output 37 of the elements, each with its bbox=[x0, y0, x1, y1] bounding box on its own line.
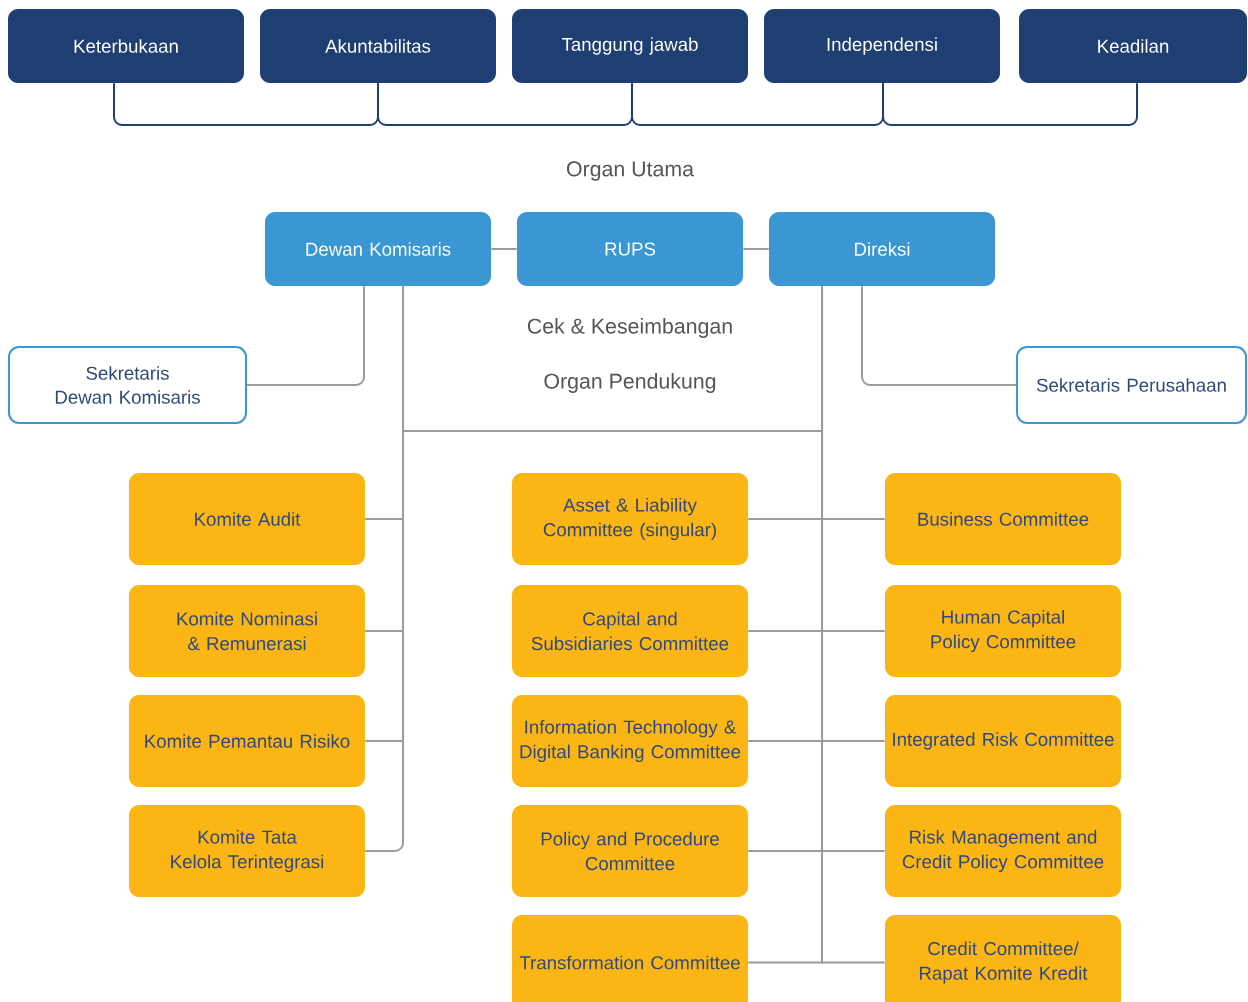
connector-line bbox=[364, 285, 404, 852]
committee-box: Integrated Risk Committee bbox=[885, 695, 1121, 787]
committee-box: Komite Nominasi & Remunerasi bbox=[129, 585, 365, 677]
committee-box: Komite Pemantau Risiko bbox=[129, 695, 365, 787]
principle-box: Independensi bbox=[764, 9, 1000, 83]
principle-box: Akuntabilitas bbox=[260, 9, 496, 83]
section-heading: Organ Pendukung bbox=[544, 373, 716, 393]
principle-box: Keadilan bbox=[1019, 9, 1247, 83]
connector-line bbox=[631, 82, 884, 126]
connector-line bbox=[861, 285, 1017, 386]
connector-line bbox=[742, 248, 770, 250]
connector-line bbox=[377, 82, 633, 126]
connector-line bbox=[490, 248, 518, 250]
committee-box: Komite Audit bbox=[129, 473, 365, 565]
committee-box: Transformation Committee bbox=[512, 915, 748, 1002]
committee-box: Risk Management and Credit Policy Committee bbox=[885, 805, 1121, 897]
secretary-box: Sekretaris Dewan Komisaris bbox=[8, 346, 247, 424]
connector-line bbox=[882, 82, 1138, 126]
connector-line bbox=[246, 285, 365, 386]
committee-box: Asset & Liability Committee (singular) bbox=[512, 473, 748, 565]
committee-box: Information Technology & Digital Banking Committee bbox=[512, 695, 748, 787]
principle-box: Tanggung jawab bbox=[512, 9, 748, 83]
section-heading: Cek & Keseimbangan bbox=[527, 318, 732, 338]
committee-box: Policy and Procedure Committee bbox=[512, 805, 748, 897]
committee-box: Komite Tata Kelola Terintegrasi bbox=[129, 805, 365, 897]
committee-box: Capital and Subsidiaries Committee bbox=[512, 585, 748, 677]
organ-box: Direksi bbox=[769, 212, 995, 286]
committee-box: Business Committee bbox=[885, 473, 1121, 565]
section-heading: Organ Utama bbox=[567, 161, 694, 181]
organ-box: Dewan Komisaris bbox=[265, 212, 491, 286]
secretary-box: Sekretaris Perusahaan bbox=[1016, 346, 1247, 424]
principle-box: Keterbukaan bbox=[8, 9, 244, 83]
connector-line bbox=[821, 285, 886, 964]
committee-box: Credit Committee/ Rapat Komite Kredit bbox=[885, 915, 1121, 1002]
committee-box: Human Capital Policy Committee bbox=[885, 585, 1121, 677]
organ-box: RUPS bbox=[517, 212, 743, 286]
connector-line bbox=[113, 82, 379, 126]
